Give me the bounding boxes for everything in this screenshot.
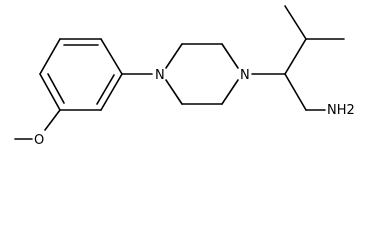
ring-bond-6 xyxy=(39,38,61,75)
piperazine-bond-1 xyxy=(165,43,183,69)
piperazine-bond-4 xyxy=(221,79,239,105)
carbon-to-isopropyl-bond xyxy=(284,38,307,75)
ring-bond-2 xyxy=(100,38,123,75)
isopropyl-methyl-left-bond xyxy=(284,5,307,40)
oxygen-label: O xyxy=(34,133,44,148)
ring-double-bond-right xyxy=(96,74,115,105)
ring-to-oxygen-bond xyxy=(44,109,61,131)
piperazine-ring xyxy=(165,43,239,105)
nitrogen-left-label: N xyxy=(155,68,165,83)
piperazine-bond-3 xyxy=(221,43,239,69)
chemical-structure-diagram: N N O NH2 xyxy=(14,5,355,148)
amine-label: NH2 xyxy=(327,103,355,118)
ring-bond-5 xyxy=(39,73,61,111)
carbon-to-methylene-bond xyxy=(284,73,307,111)
nitrogen-right-label: N xyxy=(240,68,250,83)
piperazine-bond-6 xyxy=(165,79,183,105)
ring-bond-3 xyxy=(100,73,123,111)
ring-double-bond-left xyxy=(47,73,65,104)
benzene-ring xyxy=(39,38,123,111)
